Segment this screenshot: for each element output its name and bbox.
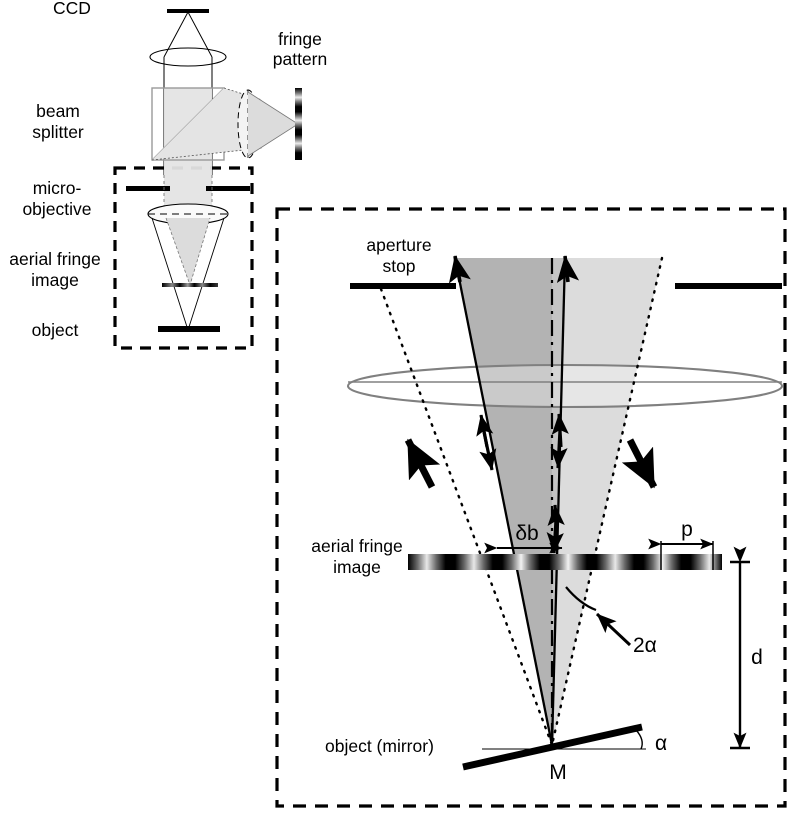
label-mirror-point: M (549, 761, 567, 784)
left-schematic: CCD fringe pattern beam splitter micro- … (9, 0, 327, 350)
tube-lens (149, 47, 227, 67)
ray-arrow-up-right-top (556, 255, 580, 284)
label-two-alpha: 2α (633, 634, 657, 657)
label-detail-aerial-fringe-line1: aerial fringe (311, 536, 402, 556)
fringe-pattern-bar (295, 88, 302, 160)
detail-outer-dashed-box (275, 207, 787, 808)
outgoing-beam-arrow-left (404, 438, 441, 489)
ray-arrow-up-left-top (448, 255, 471, 284)
aerial-fringe-image-bar-small (162, 283, 218, 287)
incident-cone-left-edge (453, 257, 554, 746)
label-beam-splitter-line1: beam (36, 101, 80, 121)
label-aperture-stop-line2: stop (382, 256, 415, 276)
aperture-stop-left-bar-small (126, 186, 170, 191)
beam-shaded-reflected (152, 88, 262, 160)
ccd-converging-rays (163, 10, 213, 58)
label-micro-objective-line1: micro- (33, 178, 82, 198)
label-aerial-fringe-image-line2: image (31, 270, 79, 290)
relay-converging-cone (248, 92, 298, 156)
label-aperture-stop-line1: aperture (366, 235, 431, 255)
detail-diagram: δb p d 2α α M aperture stop aerial fring… (275, 207, 787, 808)
label-aerial-fringe-image-line1: aerial fringe (9, 249, 100, 269)
label-detail-aerial-fringe-line2: image (333, 557, 381, 577)
reference-ray-right-dotted (550, 256, 664, 747)
ray-arrow-down-right-mid (550, 429, 568, 469)
two-alpha-arc (565, 586, 597, 612)
incoming-beam-arrow-right (621, 438, 658, 489)
reflected-cone-left-edge (550, 257, 567, 746)
aperture-stop-right-bar (675, 283, 782, 289)
label-delta-b: δb (515, 522, 538, 545)
aperture-stop-left-bar (350, 283, 456, 289)
detail-region-dashed-box (113, 166, 254, 350)
label-pitch: p (681, 518, 693, 541)
label-fringe-pattern-line1: fringe (278, 29, 322, 49)
label-ccd: CCD (53, 0, 91, 18)
objective-shaded-cone (166, 218, 210, 285)
aperture-stop-right-bar-small (206, 186, 250, 191)
object-mirror-bar-small (158, 326, 220, 332)
ray-arrow-down-left-mid (479, 431, 497, 471)
two-alpha-leader (595, 612, 632, 647)
label-fringe-pattern-line2: pattern (273, 49, 327, 69)
label-object: object (32, 320, 79, 340)
alpha-arc (635, 729, 643, 750)
label-micro-objective-line2: objective (22, 199, 91, 219)
aerial-fringe-image-bar (408, 554, 722, 570)
label-beam-splitter-line2: splitter (32, 122, 84, 142)
objective-lens-ellipse (346, 363, 784, 409)
label-alpha: α (655, 732, 667, 755)
label-distance-d: d (751, 646, 763, 669)
label-object-mirror: object (mirror) (325, 736, 434, 756)
tilted-mirror (462, 723, 643, 771)
